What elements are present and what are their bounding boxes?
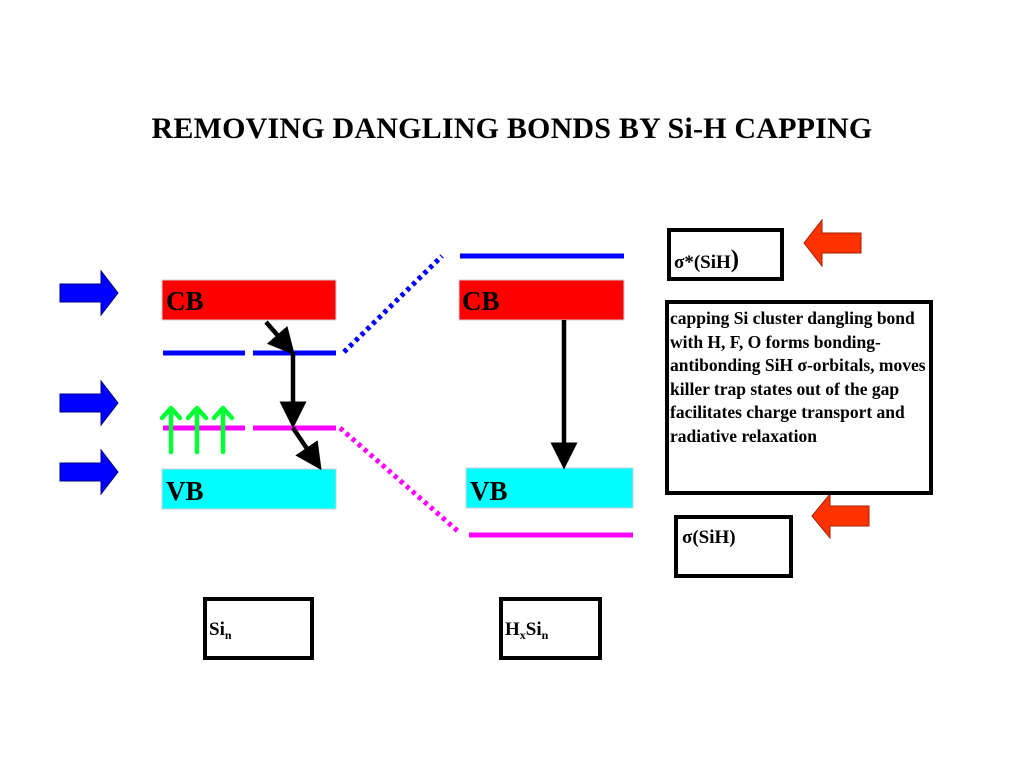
- sigma-star-label: σ*(SiH: [674, 252, 731, 273]
- right-valence-band: [465, 467, 634, 509]
- blue-right-arrow-icon: [59, 448, 119, 496]
- si-cluster-label: Sin: [209, 619, 232, 642]
- hxsi-cluster-label: HxSin: [505, 619, 549, 642]
- bonding-connector: [338, 426, 462, 535]
- right-vb-label: VB: [470, 476, 508, 506]
- sigma-star-paren: ): [730, 246, 740, 273]
- description-box: [665, 300, 933, 495]
- right-conduction-band: [458, 279, 625, 321]
- left-conduction-band: [161, 279, 337, 321]
- relaxation-arrow-3: [291, 426, 322, 471]
- left-cb-label: CB: [166, 286, 204, 316]
- sigma-label: σ(SiH): [682, 527, 736, 548]
- red-left-arrow-icon: [803, 218, 862, 268]
- si-cluster-box: Sin: [203, 597, 314, 660]
- sigma-star-box: σ*(SiH): [667, 228, 784, 281]
- description-text: capping Si cluster dangling bond with H,…: [670, 308, 926, 446]
- left-vb-label: VB: [166, 476, 204, 506]
- slide-title: REMOVING DANGLING BONDS BY Si-H CAPPING: [151, 112, 873, 145]
- antibonding-connector: [342, 254, 444, 354]
- left-valence-band: [161, 468, 337, 510]
- blue-right-arrow-icon: [59, 379, 119, 427]
- red-left-arrow-icon: [811, 492, 870, 540]
- hxsi-cluster-box: HxSin: [499, 597, 602, 660]
- blue-right-arrow-icon: [59, 269, 119, 317]
- right-cb-label: CB: [462, 286, 500, 316]
- relaxation-arrow-1: [264, 320, 295, 356]
- green-up-arrow-icon: [159, 405, 235, 455]
- sigma-box: σ(SiH): [674, 515, 793, 578]
